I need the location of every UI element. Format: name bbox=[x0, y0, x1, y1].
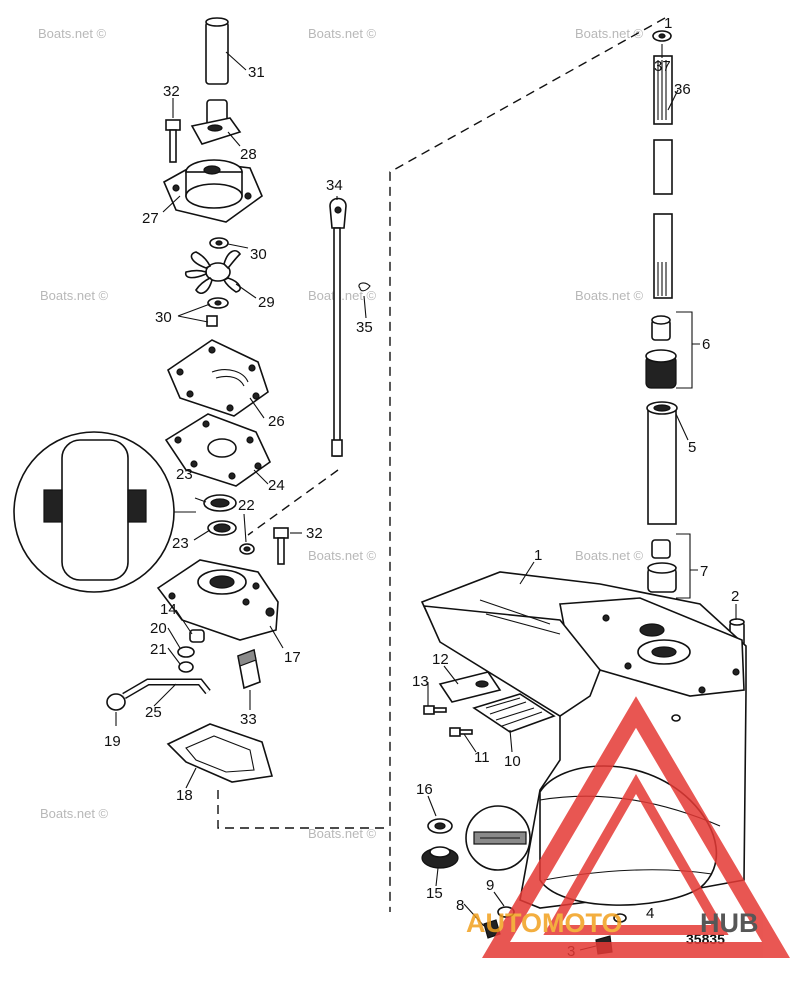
bushing-part bbox=[647, 539, 677, 593]
part-label: 35 bbox=[356, 319, 373, 336]
part-label: 10 bbox=[504, 753, 521, 770]
part-label: 30 bbox=[250, 246, 267, 263]
bearing-part bbox=[645, 315, 677, 389]
logo-triangle-icon bbox=[543, 773, 729, 935]
part-label: 13 bbox=[412, 673, 429, 690]
part-labels: 1 2 3 4 5 6 7 8 9 10 11 12 13 14 15 16 1… bbox=[104, 15, 739, 960]
part-label: 23 bbox=[172, 535, 189, 552]
assembly-lines bbox=[217, 17, 666, 912]
part-label: 30 bbox=[155, 309, 172, 326]
part-label: 17 bbox=[284, 649, 301, 666]
water-tube-part bbox=[205, 17, 229, 85]
part-label: 29 bbox=[258, 294, 275, 311]
part-label: 34 bbox=[326, 177, 343, 194]
seal-detail-callout bbox=[13, 431, 196, 593]
driveshaft-part bbox=[653, 55, 673, 299]
part-label: 20 bbox=[150, 620, 167, 637]
part-label: 5 bbox=[688, 439, 696, 456]
part-label: 2 bbox=[731, 588, 739, 605]
shift-rod-assembly bbox=[329, 197, 371, 457]
part-label: 11 bbox=[474, 749, 490, 766]
watermark: Boats.net © bbox=[40, 288, 109, 303]
drive-key-part bbox=[206, 315, 218, 327]
water-pump-assembly bbox=[106, 17, 289, 783]
grommet-part bbox=[189, 629, 205, 643]
logo-triangle-icon bbox=[482, 696, 790, 958]
part-label: 16 bbox=[416, 781, 433, 798]
grommet-part bbox=[106, 693, 126, 711]
screw-part bbox=[423, 705, 447, 715]
seal-part bbox=[177, 646, 195, 658]
screw-part bbox=[273, 527, 289, 565]
seal-part bbox=[178, 661, 194, 673]
screw-part bbox=[165, 119, 181, 163]
part-label: 22 bbox=[238, 497, 255, 514]
watermark: Boats.net © bbox=[575, 288, 644, 303]
part-label: 26 bbox=[268, 413, 285, 430]
washer-part bbox=[613, 913, 627, 923]
part-label: 8 bbox=[456, 897, 464, 914]
face-plate-part bbox=[167, 339, 269, 417]
part-label: 32 bbox=[306, 525, 323, 542]
gasket-part bbox=[166, 723, 274, 783]
part-label: 4 bbox=[646, 905, 654, 922]
watermark: Boats.net © bbox=[308, 826, 377, 841]
part-label: 37 bbox=[654, 58, 671, 75]
watermark: Boats.net © bbox=[38, 26, 107, 41]
impeller-part bbox=[184, 250, 242, 294]
part-label: 32 bbox=[163, 83, 180, 100]
watermark: Boats.net © bbox=[308, 26, 377, 41]
part-label: 6 bbox=[702, 336, 710, 353]
part-label: 18 bbox=[176, 787, 193, 804]
tube-guide-part bbox=[190, 99, 242, 145]
part-label: 1 bbox=[664, 15, 672, 32]
part-label: 12 bbox=[432, 651, 449, 668]
screw-part bbox=[449, 727, 473, 737]
part-label: 27 bbox=[142, 210, 159, 227]
watermark: Boats.net © bbox=[575, 548, 644, 563]
part-label: 23 bbox=[176, 466, 193, 483]
seal-block-part bbox=[237, 648, 261, 690]
watermark: Boats.net © bbox=[308, 288, 377, 303]
logo-text-left: AUTOMOTO bbox=[466, 908, 623, 938]
part-label: 36 bbox=[674, 81, 691, 98]
gasket-part bbox=[164, 413, 272, 487]
part-label: 28 bbox=[240, 146, 257, 163]
part-label: 21 bbox=[150, 641, 167, 658]
part-label: 24 bbox=[268, 477, 285, 494]
part-label: 31 bbox=[248, 64, 265, 81]
part-label: 1 bbox=[534, 547, 542, 564]
anode-plate-part bbox=[472, 693, 556, 733]
pinion-gear-part bbox=[421, 846, 459, 869]
oil-seal-part bbox=[203, 494, 237, 512]
automotohub-logo: AUTOMOTO HUB bbox=[466, 696, 790, 958]
part-label: 9 bbox=[486, 877, 494, 894]
watermark: Boats.net © bbox=[40, 806, 109, 821]
part-label: 25 bbox=[145, 704, 162, 721]
watermark: Boats.net © bbox=[575, 26, 644, 41]
logo-text-right: HUB bbox=[700, 908, 759, 938]
sleeve-part bbox=[646, 401, 678, 525]
part-label: 33 bbox=[240, 711, 257, 728]
leader-lines bbox=[115, 44, 737, 951]
pump-base-part bbox=[156, 559, 279, 641]
bearing-detail-callout bbox=[465, 805, 531, 871]
part-label: 19 bbox=[104, 733, 121, 750]
cover-plate-part bbox=[438, 671, 502, 703]
watermark: Boats.net © bbox=[308, 548, 377, 563]
part-label: 15 bbox=[426, 885, 443, 902]
pump-housing-part bbox=[162, 159, 263, 223]
drive-shaft-assembly bbox=[645, 30, 745, 647]
part-label: 7 bbox=[700, 563, 708, 580]
gear-housing-part bbox=[420, 571, 747, 909]
part-label: 14 bbox=[160, 601, 177, 618]
oil-seal-part bbox=[207, 520, 237, 536]
